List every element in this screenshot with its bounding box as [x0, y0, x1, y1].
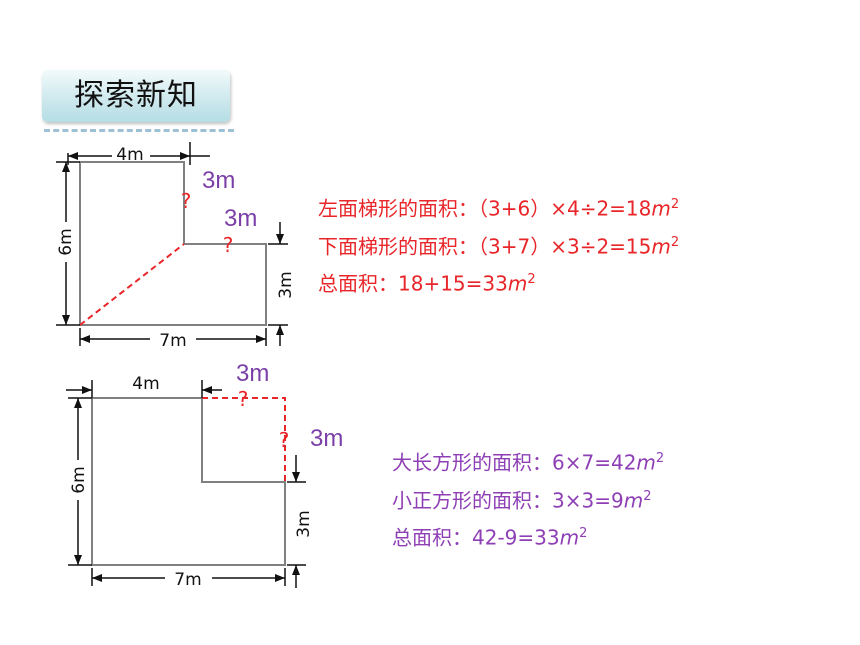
- arrow-head: [292, 565, 300, 575]
- arrow-head: [276, 325, 284, 335]
- arrow-head: [74, 398, 82, 408]
- arrow-head: [276, 234, 284, 244]
- formula-text: 总面积：42-9=33: [392, 525, 560, 550]
- formula-unit: m: [559, 525, 580, 550]
- formula-text: 大长方形的面积：6×7=42: [392, 450, 637, 475]
- formula-exponent: 2: [670, 234, 680, 250]
- figure-2-missing-square: [202, 397, 286, 482]
- method-2-line-3: 总面积：42-9=33m2: [392, 517, 664, 555]
- formula-text: 总面积：18+15=33: [318, 271, 508, 296]
- arrow-head: [62, 162, 70, 172]
- formula-exponent: 2: [579, 526, 588, 542]
- method-1-line-2: 下面梯形的面积：（3+7）×3÷2=15m2: [318, 226, 679, 264]
- figure-2-right-label: 3m: [294, 510, 314, 537]
- figure-2: 4m 3m ? ? 3m 6m 7m 3m: [66, 360, 343, 590]
- figure-2-bottom-label: 7m: [174, 570, 201, 590]
- formula-unit: m: [636, 450, 656, 475]
- figure-1-notch-down-label: 3m: [224, 205, 257, 232]
- figure-2-question-2: ?: [279, 428, 290, 452]
- figure-1-outline: [79, 161, 267, 326]
- figure-1-right-label: 3m: [276, 271, 296, 298]
- formula-exponent: 2: [670, 197, 680, 212]
- title-divider: [44, 129, 234, 132]
- arrow-head: [80, 335, 90, 343]
- method-1-line-3: 总面积：18+15=33m2: [318, 263, 679, 301]
- title-box: 探索新知: [42, 70, 230, 122]
- page-title: 探索新知: [74, 78, 198, 113]
- figure-1-question-1: ?: [181, 189, 192, 213]
- method-1-line-1: 左面梯形的面积：（3+6）×4÷2=18m2: [318, 188, 679, 226]
- arrow-head: [68, 152, 78, 160]
- formula-text: 下面梯形的面积：（3+7）×3÷2=15: [318, 234, 652, 259]
- formula-unit: m: [651, 234, 671, 259]
- figure-2-outline: [91, 397, 286, 566]
- arrow-head: [202, 386, 212, 394]
- figure-2-question-1: ?: [238, 387, 249, 411]
- arrow-head: [275, 574, 285, 582]
- formula-exponent: 2: [643, 488, 652, 504]
- figure-1-bottom-label: 7m: [159, 331, 186, 351]
- method-2-line-1: 大长方形的面积：6×7=42m2: [392, 442, 664, 480]
- figure-2-notch-down-label: 3m: [310, 425, 343, 452]
- formula-exponent: 2: [655, 451, 665, 466]
- figure-2-left-label: 6m: [69, 466, 89, 493]
- formula-text: 左面梯形的面积：（3+6）×4÷2=18: [318, 196, 652, 221]
- figure-1-left-label: 6m: [56, 228, 76, 255]
- arrow-head: [180, 152, 190, 160]
- formula-unit: m: [651, 196, 671, 221]
- arrow-head: [62, 315, 70, 325]
- figure-1: 4m 3m ? 3m ? 6m 7m 3m: [56, 142, 296, 351]
- formula-unit: m: [623, 488, 644, 513]
- method-1-formulas: 左面梯形的面积：（3+6）×4÷2=18m2 下面梯形的面积：（3+7）×3÷2…: [318, 188, 679, 301]
- arrow-head: [82, 386, 92, 394]
- formula-unit: m: [507, 271, 528, 296]
- figure-1-top-label: 4m: [116, 145, 143, 165]
- figure-2-top-label: 4m: [132, 374, 159, 394]
- arrow-head: [256, 335, 266, 343]
- method-2-formulas: 大长方形的面积：6×7=42m2 小正方形的面积：3×3=9m2 总面积：42-…: [392, 442, 664, 555]
- formula-text: 小正方形的面积：3×3=9: [392, 488, 624, 513]
- figure-1-question-2: ?: [223, 233, 234, 257]
- figure-2-notch-right-label: 3m: [236, 360, 269, 387]
- arrow-head: [74, 555, 82, 565]
- method-2-line-2: 小正方形的面积：3×3=9m2: [392, 480, 664, 518]
- figure-1-split-line: [79, 243, 185, 326]
- arrow-head: [292, 472, 300, 482]
- figure-1-notch-right-label: 3m: [202, 167, 235, 194]
- formula-exponent: 2: [527, 272, 536, 288]
- arrow-head: [92, 574, 102, 582]
